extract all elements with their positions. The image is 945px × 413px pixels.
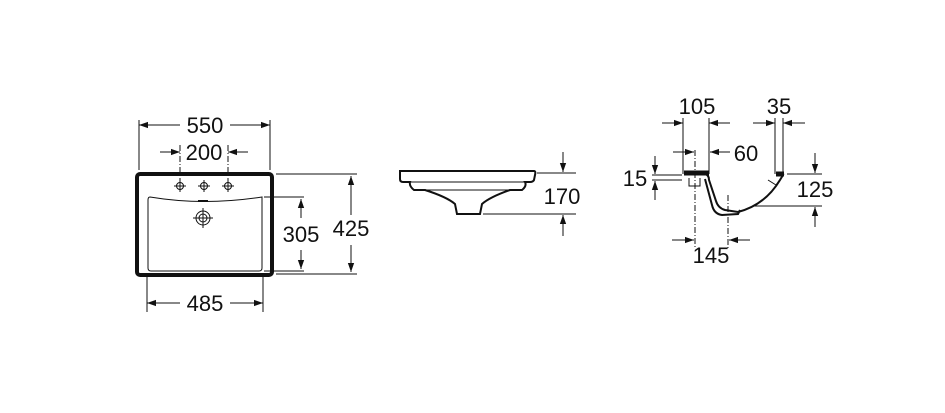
top-view: 550 200 485 305 425 xyxy=(135,113,370,316)
bowl-outline xyxy=(147,196,263,272)
basin-outline xyxy=(135,172,274,277)
dim-drain-offset: 145 xyxy=(693,243,730,268)
dim-height: 170 xyxy=(544,184,581,209)
dim-bowl-depth: 305 xyxy=(283,222,320,247)
dim-bowl-offset: 60 xyxy=(734,141,758,166)
dim-rim-thickness: 15 xyxy=(623,166,647,191)
dim-overall-width: 550 xyxy=(187,113,224,138)
dim-section-bowl-depth: 125 xyxy=(797,177,834,202)
dim-bowl-width: 485 xyxy=(187,291,224,316)
drain-icon xyxy=(193,200,213,228)
tap-hole-icon xyxy=(174,180,234,192)
dim-rear-rim: 35 xyxy=(767,94,791,119)
section-view: 105 35 60 15 125 145 xyxy=(623,94,834,268)
dim-tap-spacing: 200 xyxy=(186,140,223,165)
basin-front-profile xyxy=(399,170,537,215)
dim-overall-depth: 425 xyxy=(333,216,370,241)
front-view: 170 xyxy=(399,152,581,236)
dim-rim-to-bowl: 105 xyxy=(679,94,716,119)
